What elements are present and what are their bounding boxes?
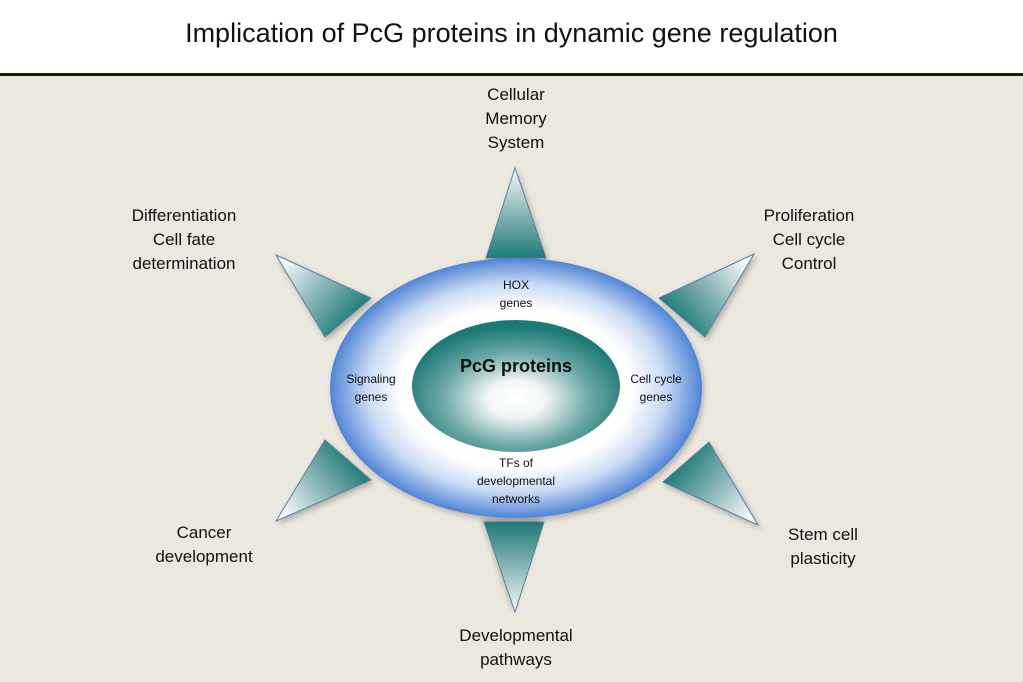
arrow-bottom-left xyxy=(274,439,372,523)
arrow-bottom xyxy=(483,521,545,614)
outcome-top-right: Proliferation Cell cycle Control xyxy=(763,206,855,273)
arrow-top-right xyxy=(658,252,756,338)
header xyxy=(0,0,1023,73)
core-ellipse xyxy=(412,320,620,452)
arrow-top-left xyxy=(274,253,372,338)
ring-label-top: HOX genes xyxy=(499,278,533,310)
outcome-top: Cellular Memory System xyxy=(485,85,547,152)
core-label: PcG proteins xyxy=(459,356,573,376)
arrow-bottom-right xyxy=(662,441,760,527)
ring-label-right: Cell cycle genes xyxy=(630,372,682,404)
arrow-top xyxy=(485,166,547,259)
outcome-top-left: Differentiation Cell fate determination xyxy=(131,206,237,273)
outcome-bottom-left: Cancer development xyxy=(155,523,253,566)
ring-label-bottom: TFs of developmental networks xyxy=(476,456,556,506)
ring-label-left: Signaling genes xyxy=(346,372,396,404)
page-title: Implication of PcG proteins in dynamic g… xyxy=(185,18,838,48)
header-divider xyxy=(0,73,1023,76)
outcome-bottom-right: Stem cell plasticity xyxy=(788,525,858,568)
outcome-bottom: Developmental pathways xyxy=(459,626,573,669)
